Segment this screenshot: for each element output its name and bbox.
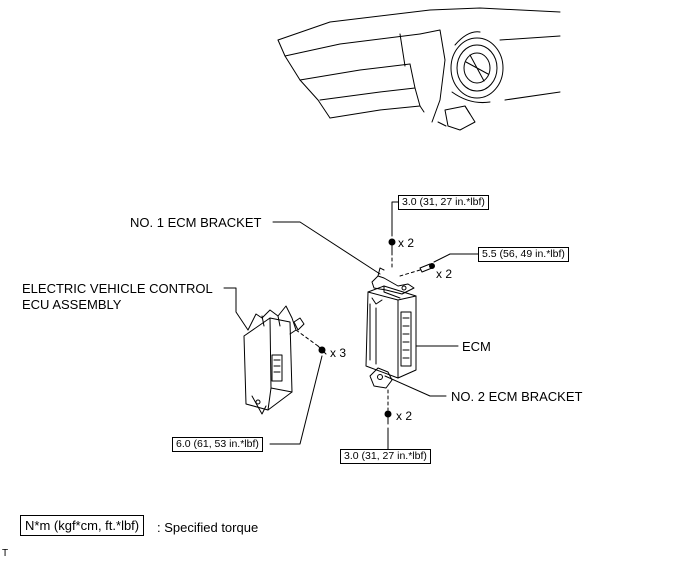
ecm-drawing bbox=[365, 285, 417, 379]
torque-bottom-bolt: 3.0 (31, 27 in.*lbf) bbox=[340, 449, 431, 464]
assembly-lines bbox=[295, 251, 421, 411]
bolt-bottom bbox=[384, 410, 392, 425]
qty-top-bolt: x 2 bbox=[398, 236, 415, 250]
qty-side-bolt: x 2 bbox=[436, 267, 453, 281]
no1-ecm-bracket-drawing bbox=[371, 267, 415, 295]
no1-ecm-bracket-label: NO. 1 ECM BRACKET bbox=[130, 215, 262, 230]
corner-mark: T bbox=[2, 548, 9, 559]
bolt-ev-ecu bbox=[317, 345, 327, 355]
qty-bottom-bolt: x 2 bbox=[396, 409, 413, 423]
no2-ecm-bracket-drawing bbox=[369, 367, 393, 389]
torque-legend-box: N*m (kgf*cm, ft.*lbf) bbox=[20, 515, 145, 536]
bolt-side bbox=[419, 263, 435, 273]
ecm-label: ECM bbox=[462, 339, 491, 354]
torque-side-bolt: 5.5 (56, 49 in.*lbf) bbox=[478, 247, 569, 262]
torque-ev-ecu-bolt: 6.0 (61, 53 in.*lbf) bbox=[172, 437, 263, 452]
leader-lines bbox=[223, 201, 479, 451]
no2-ecm-bracket-label: NO. 2 ECM BRACKET bbox=[451, 389, 583, 404]
torque-top-bolt: 3.0 (31, 27 in.*lbf) bbox=[398, 195, 489, 210]
torque-legend-text: : Specified torque bbox=[157, 520, 259, 535]
ev-ecu-label-line2: ECU ASSEMBLY bbox=[22, 297, 122, 312]
qty-ev-ecu-bolt: x 3 bbox=[330, 346, 347, 360]
bolt-top bbox=[388, 238, 396, 253]
ev-control-ecu-drawing bbox=[243, 305, 305, 415]
instrument-panel bbox=[277, 7, 561, 131]
ev-ecu-label-line1: ELECTRIC VEHICLE CONTROL bbox=[22, 281, 213, 296]
